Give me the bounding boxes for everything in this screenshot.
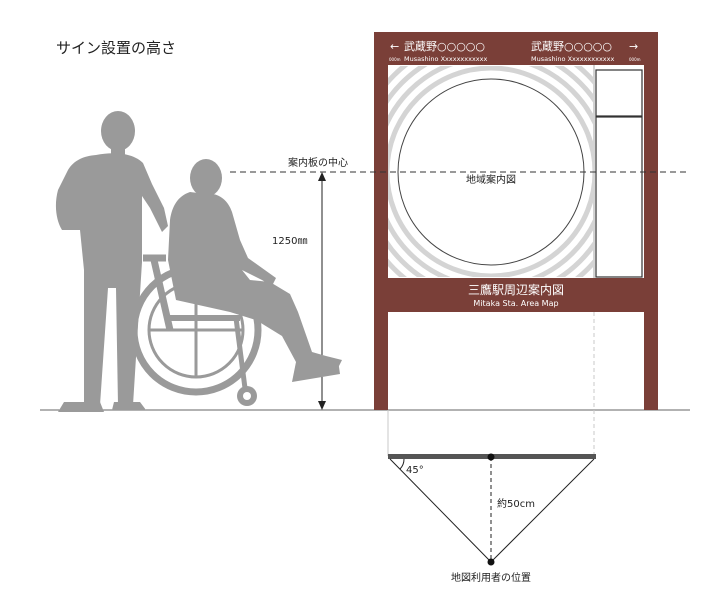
header-right-name: 武蔵野○○○○○ xyxy=(531,40,612,53)
map-circle-bands xyxy=(388,66,593,277)
angle-label: 45° xyxy=(406,465,424,476)
standing-person-silhouette xyxy=(55,111,169,412)
plan-right-diagonal xyxy=(490,458,595,563)
center-label: 案内板の中心 xyxy=(288,156,348,169)
header-left-arrow: ← xyxy=(390,40,399,53)
plan-left-diagonal xyxy=(389,458,492,563)
side-panel-top xyxy=(595,69,643,117)
header-right-arrow: → xyxy=(629,40,638,53)
header-right-romaji: Musashino Xxxxxxxxxxxx xyxy=(531,55,614,63)
header-left-romaji: Musashino Xxxxxxxxxxxx xyxy=(404,55,487,63)
height-label: 1250㎜ xyxy=(272,236,307,247)
header-right-small: 000m xyxy=(629,57,641,62)
sign-header-bar xyxy=(374,32,658,65)
bottom-band xyxy=(374,278,658,312)
distance-label: 約50cm xyxy=(497,497,535,510)
angle-arc xyxy=(399,458,405,470)
sign-post-right xyxy=(644,32,658,410)
seated-person-silhouette xyxy=(168,159,342,382)
side-panel-bottom xyxy=(595,116,643,278)
viewer-position-label: 地図利用者の位置 xyxy=(451,571,531,584)
bottom-band-en: Mitaka Sta. Area Map xyxy=(473,299,558,308)
header-left-small: 000m xyxy=(389,57,401,62)
header-left-name: 武蔵野○○○○○ xyxy=(404,40,485,53)
viewer-position-dot xyxy=(487,558,495,566)
diagram-title: サイン設置の高さ xyxy=(56,39,176,57)
map-label: 地域案内図 xyxy=(466,173,516,186)
sign-board: ← 武蔵野○○○○○ 000m Musashino Xxxxxxxxxxxx 武… xyxy=(374,32,658,410)
plan-view xyxy=(387,312,596,566)
plan-sign-center-dot xyxy=(487,453,495,461)
sign-post-left xyxy=(374,32,388,410)
bottom-band-jp: 三鷹駅周辺案内図 xyxy=(468,282,564,297)
